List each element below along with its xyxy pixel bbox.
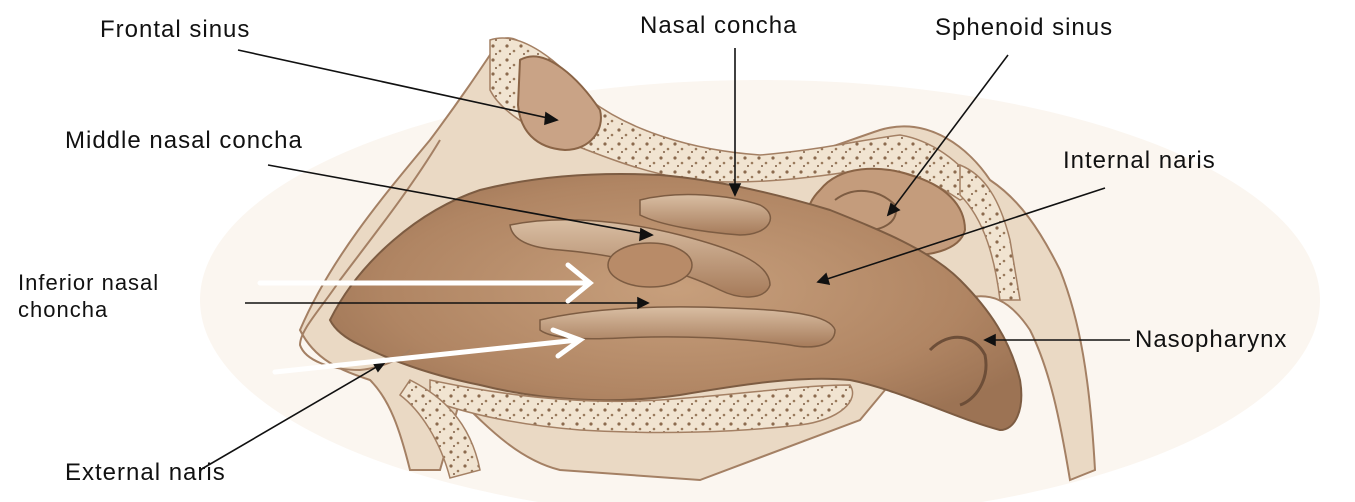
frontal-sinus-shape [518, 56, 601, 150]
concha-bulb [608, 243, 692, 287]
label-middle-nasal-concha: Middle nasal concha [65, 128, 303, 154]
label-internal-naris: Internal naris [1063, 148, 1216, 174]
label-sphenoid-sinus: Sphenoid sinus [935, 15, 1113, 41]
label-external-naris: External naris [65, 460, 226, 486]
label-nasopharynx: Nasopharynx [1135, 327, 1287, 353]
label-inferior-nasal-concha-line2: chonchа [18, 297, 108, 323]
label-inferior-nasal-concha-line1: Inferior nasal [18, 270, 159, 296]
label-nasal-concha: Nasal concha [640, 13, 797, 39]
label-frontal-sinus: Frontal sinus [100, 17, 250, 43]
